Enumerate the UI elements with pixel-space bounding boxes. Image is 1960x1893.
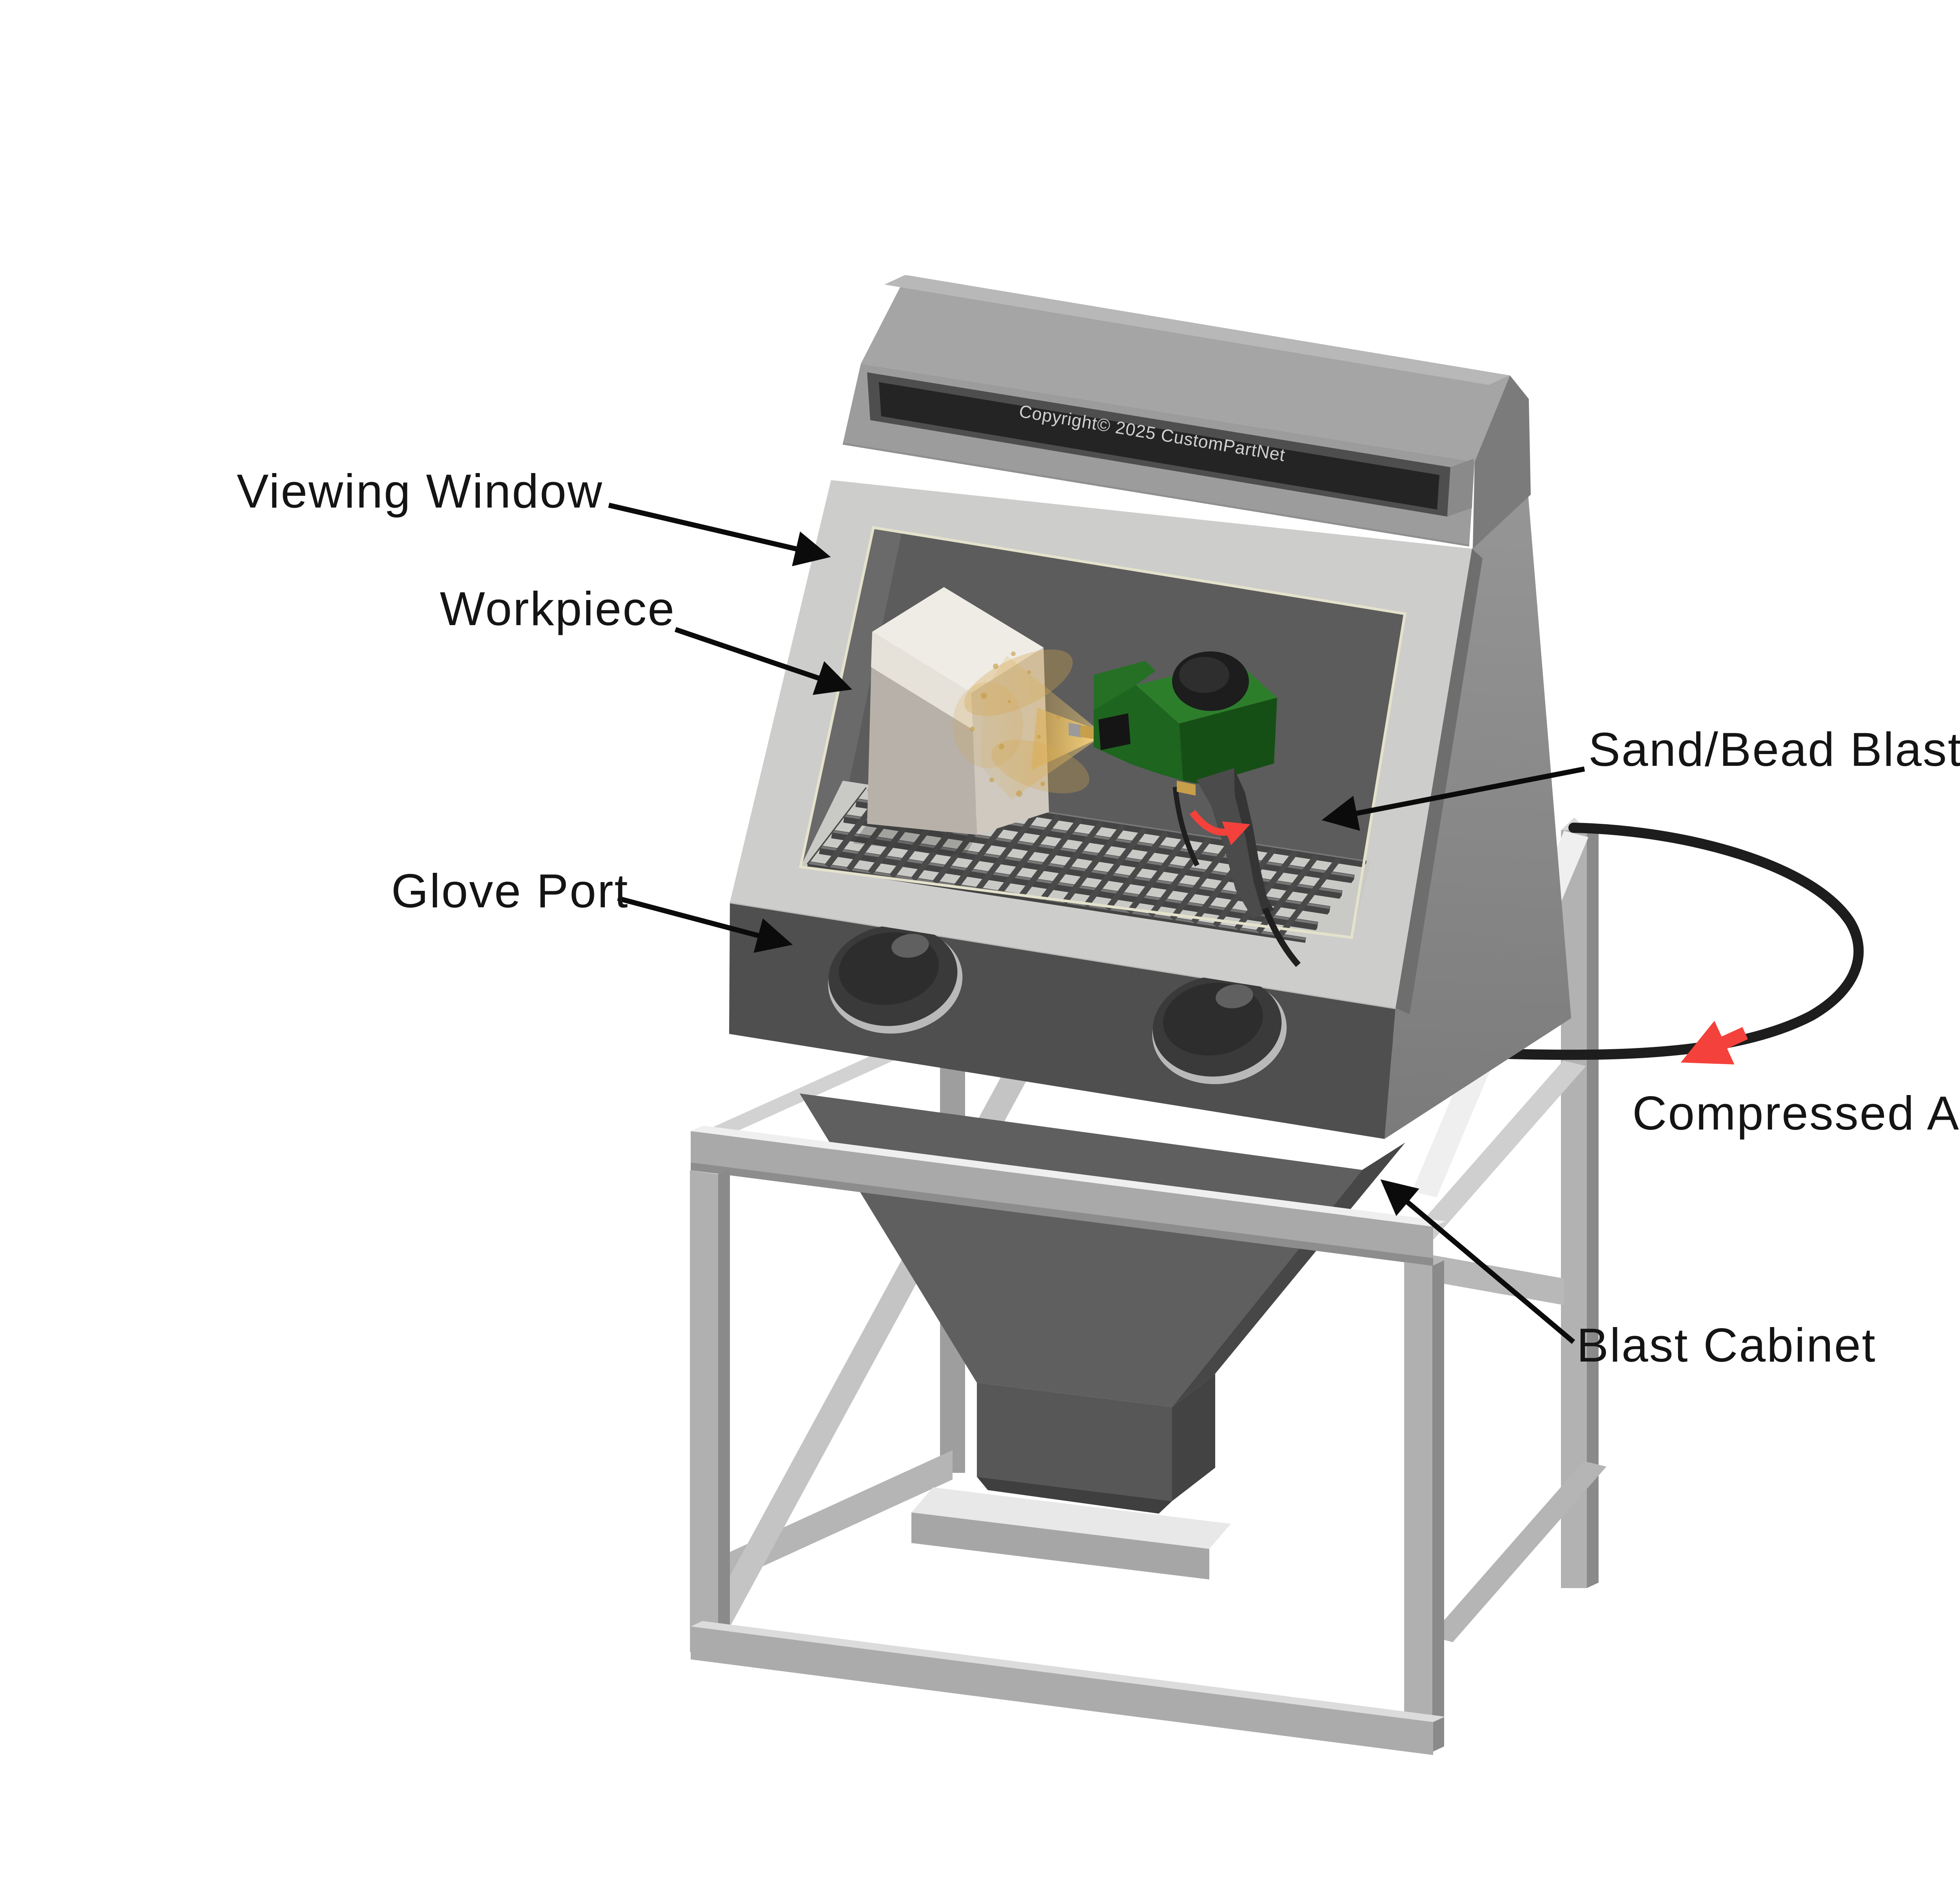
stand-top-rail-top <box>691 1126 1446 1227</box>
gun-body-left-step <box>1094 661 1156 710</box>
stand-front-left-leg-side <box>718 1169 730 1656</box>
lid-top-face <box>861 275 1510 462</box>
cabinet-lid <box>842 275 1531 549</box>
label-compressed-air: Compressed Air <box>1632 1086 1960 1140</box>
stand-lower-rail-front <box>691 1626 1433 1755</box>
stand-front-right-leg-side <box>1432 1260 1444 1752</box>
lid-back-lip <box>884 275 1509 385</box>
hopper-chute-right <box>1172 1374 1215 1501</box>
stand-right-mid-rail <box>1418 1253 1564 1305</box>
label-viewing-window: Viewing Window <box>237 464 603 518</box>
label-blasting-gun: Sand/Bead Blasting Gun <box>1588 723 1960 776</box>
gun-hose <box>1262 907 1301 967</box>
glove-port-left-highlight <box>891 934 929 958</box>
glove-port-arrow <box>617 896 793 953</box>
blasting-gun <box>1069 651 1301 967</box>
copyright-band-end <box>1447 459 1474 517</box>
stand-top-rail-front <box>691 1131 1433 1266</box>
gun-grip-fitting <box>1177 781 1196 796</box>
viewing-window-arrow <box>608 502 831 566</box>
hopper-chute-front <box>977 1383 1172 1501</box>
workpiece-shadow <box>853 824 977 856</box>
cabinet-right-panel-edge <box>1396 549 1483 1014</box>
label-glove-port: Glove Port <box>391 864 629 917</box>
gun-label-square <box>1098 713 1131 750</box>
glove-port-right-highlight <box>1216 984 1253 1008</box>
label-blast-cabinet: Blast Cabinet <box>1577 1318 1877 1372</box>
hopper-chute-shadow <box>977 1477 1172 1514</box>
compressed-air-arrow-icon <box>1681 1021 1748 1064</box>
trigger-arrow-icon <box>1189 810 1250 845</box>
gun-grip-shade <box>1234 768 1274 914</box>
gun-nozzle-ferrule <box>1069 723 1082 738</box>
stand-right-lower-rail <box>1430 1461 1606 1642</box>
stand-rear-right-leg-side <box>1587 825 1599 1588</box>
gun-air-line <box>1172 787 1200 867</box>
stand-top-rail-shadow <box>691 1162 1433 1266</box>
workpiece-arrow <box>674 627 852 695</box>
stand-right-top-rail <box>1411 1061 1586 1239</box>
blasting-gun-arrow <box>1321 766 1585 831</box>
gun-knob-highlight <box>1179 657 1229 693</box>
stand-front-left-leg <box>690 1170 718 1656</box>
glove-port-left <box>828 925 963 1034</box>
workpiece-left-face-highlight <box>871 632 973 730</box>
hopper-tray-top <box>911 1487 1231 1549</box>
hopper-front-face <box>800 1093 1362 1407</box>
stand-front <box>690 1126 1446 1755</box>
copyright-band <box>879 382 1439 510</box>
gun-body-right <box>1179 698 1277 785</box>
glove-port-right <box>1152 976 1287 1084</box>
hopper-tray-front <box>911 1512 1209 1579</box>
stand-front-right-leg <box>1404 1262 1432 1752</box>
annotation-arrows <box>608 502 1585 1344</box>
label-workpiece: Workpiece <box>440 582 676 635</box>
window-frame-inner-edge <box>799 526 1407 939</box>
cabinet-right-panel <box>1385 493 1571 1139</box>
lid-bottom-edge <box>842 442 1470 547</box>
gun-body-front <box>1094 685 1183 781</box>
lid-right-end <box>1473 375 1531 549</box>
interior-left-wall <box>800 528 902 867</box>
blast-spray <box>953 649 1095 800</box>
blast-cabinet-arrow <box>1380 1179 1575 1344</box>
stand-lower-rail-top <box>691 1621 1445 1722</box>
blast-cabinet-body <box>729 275 1571 1139</box>
